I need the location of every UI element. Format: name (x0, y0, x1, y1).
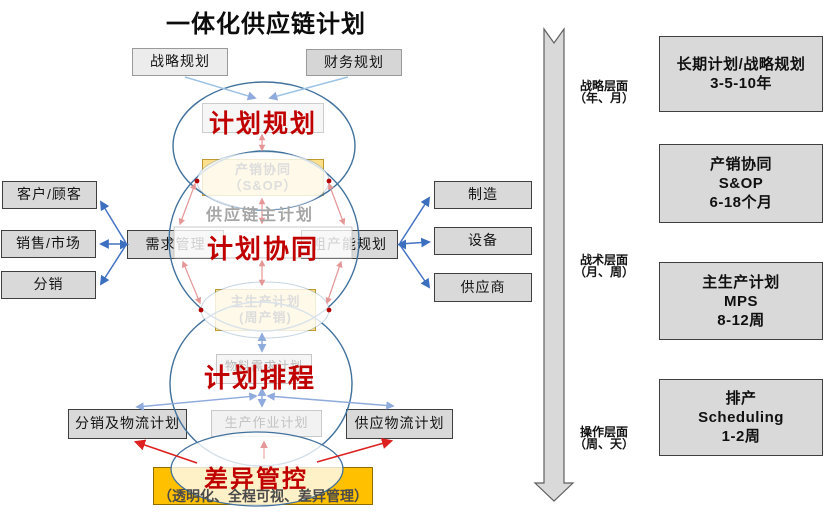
arrow-strategic-to-planning (184, 76, 257, 101)
arrow-capacity-equipment (399, 237, 431, 248)
box-sales-market: 销售/市场 (1, 230, 96, 258)
legend-long-term-line2: 3-5-10年 (710, 75, 772, 92)
page-title: 一体化供应链计划 (166, 11, 366, 38)
stage-tactical-level: 战术层面 （月、周） (568, 253, 640, 279)
stage-strategic-name: 战略层面 (579, 79, 628, 93)
box-equipment-label: 设备 (468, 232, 498, 249)
legend-sop: 产销协同 S&OP 6-18个月 (659, 144, 823, 223)
box-financial-planning: 财务规划 (306, 49, 402, 76)
box-sales-market-label: 销售/市场 (16, 235, 81, 252)
arrow-demand-mps (181, 260, 202, 305)
legend-mps-line3: 8-12周 (717, 311, 765, 329)
dot-mps-right (326, 307, 332, 313)
stage-operational-level: 操作层面 （周、天） (568, 425, 640, 451)
legend-mps: 主生产计划 MPS 8-12周 (659, 262, 823, 340)
arrow-capacity-mps (325, 260, 343, 305)
legend-scheduling-line2: Scheduling (698, 409, 784, 426)
box-financial-planning-label: 财务规划 (324, 53, 384, 70)
box-customers: 客户/顾客 (2, 181, 97, 209)
box-distribution-logistics-plan-label: 分销及物流计划 (75, 415, 180, 432)
arrow-capacity-suppliers (399, 244, 431, 289)
arrow-demand-customers (99, 200, 127, 244)
legend-mps-line2: MPS (723, 292, 758, 310)
legend-sop-line2: S&OP (718, 175, 764, 192)
box-sop-line1: 产销协同 (234, 161, 291, 177)
legend-long-term-planning: 长期计划/战略规划 3-5-10年 (659, 36, 823, 112)
legend-mps-line1: 主生产计划 (702, 273, 780, 291)
box-mps-weekly: 主生产计划 (周产销) (215, 289, 316, 331)
variance-note: （透明化、全程可视、差异管理） (158, 488, 368, 504)
phase-title-variance: 差异管控 (204, 466, 308, 493)
box-manufacturing-label: 制造 (468, 186, 498, 203)
arrowhead-into-capacity (397, 239, 406, 250)
stage-tactical-scope: （月、周） (573, 264, 634, 279)
dot-sop-right (326, 178, 332, 184)
arrow-scheduling-distribution (135, 392, 258, 411)
box-distribution: 分销 (1, 271, 96, 299)
stage-tactical-name: 战术层面 (579, 253, 628, 267)
box-distribution-logistics-plan: 分销及物流计划 (68, 409, 187, 439)
box-production-operations-plan-label: 生产作业计划 (224, 415, 309, 431)
phase-title-planning: 计划规划 (208, 110, 317, 138)
stage-operational-scope: （周、天） (573, 436, 634, 451)
box-manufacturing: 制造 (434, 181, 532, 209)
box-distribution-label: 分销 (33, 276, 64, 293)
legend-scheduling-line1: 排产 (725, 390, 757, 407)
box-sop: 产销协同 （S&OP） (202, 159, 324, 196)
subtitle-supply-chain-master-plan: 供应链主计划 (205, 207, 314, 224)
box-supply-logistics-plan-label: 供应物流计划 (354, 415, 445, 432)
legend-scheduling: 排产 Scheduling 1-2周 (659, 379, 823, 456)
dot-mps-left (198, 307, 204, 313)
box-strategic-planning: 战略规划 (132, 48, 228, 76)
legend-scheduling-line3: 1-2周 (721, 428, 761, 445)
arrow-demand-distribution (99, 244, 127, 286)
arrow-financial-to-planning (268, 76, 349, 101)
box-customers-label: 客户/顾客 (17, 186, 82, 203)
phase-title-scheduling: 计划排程 (203, 363, 316, 393)
phase-title-collaboration: 计划协同 (206, 234, 319, 264)
box-suppliers-label: 供应商 (460, 278, 506, 295)
dot-sop-left (194, 178, 200, 184)
stage-strategic-level: 战略层面 （年、月） (568, 79, 640, 105)
stage-strategic-scope: （年、月） (573, 90, 634, 105)
box-suppliers: 供应商 (434, 273, 532, 302)
legend-long-term-line1: 长期计划/战略规划 (676, 56, 806, 73)
box-mps-line1: 主生产计划 (230, 294, 301, 309)
box-sop-line2: （S&OP） (228, 177, 298, 193)
legend-sop-line3: 6-18个月 (709, 194, 773, 211)
box-strategic-planning-label: 战略规划 (150, 53, 210, 70)
arrow-scheduling-supply (266, 392, 395, 410)
arrow-capacity-manufacturing (399, 196, 431, 244)
stage-operational-name: 操作层面 (579, 425, 628, 439)
box-production-operations-plan: 生产作业计划 (211, 410, 322, 437)
box-supply-logistics-plan: 供应物流计划 (346, 409, 453, 439)
legend-sop-line1: 产销协同 (709, 156, 772, 173)
box-equipment: 设备 (434, 227, 532, 255)
box-mps-line2: (周产销) (239, 310, 292, 325)
